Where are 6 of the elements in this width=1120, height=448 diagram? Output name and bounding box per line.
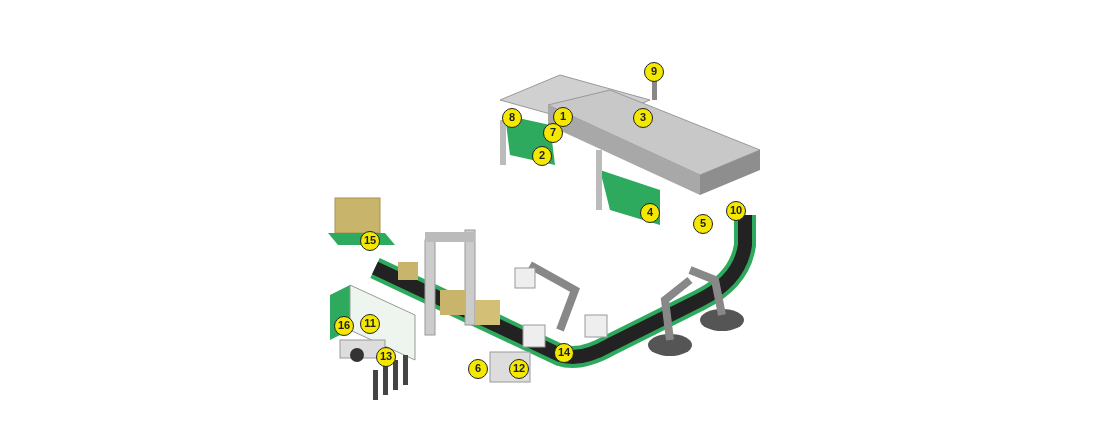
- callout-number: 10: [726, 201, 746, 221]
- callout-number: 15: [360, 231, 380, 251]
- callout-number: 5: [693, 214, 713, 234]
- callout-number: 9: [644, 62, 664, 82]
- callout-number: 8: [502, 108, 522, 128]
- callout-number: 6: [468, 359, 488, 379]
